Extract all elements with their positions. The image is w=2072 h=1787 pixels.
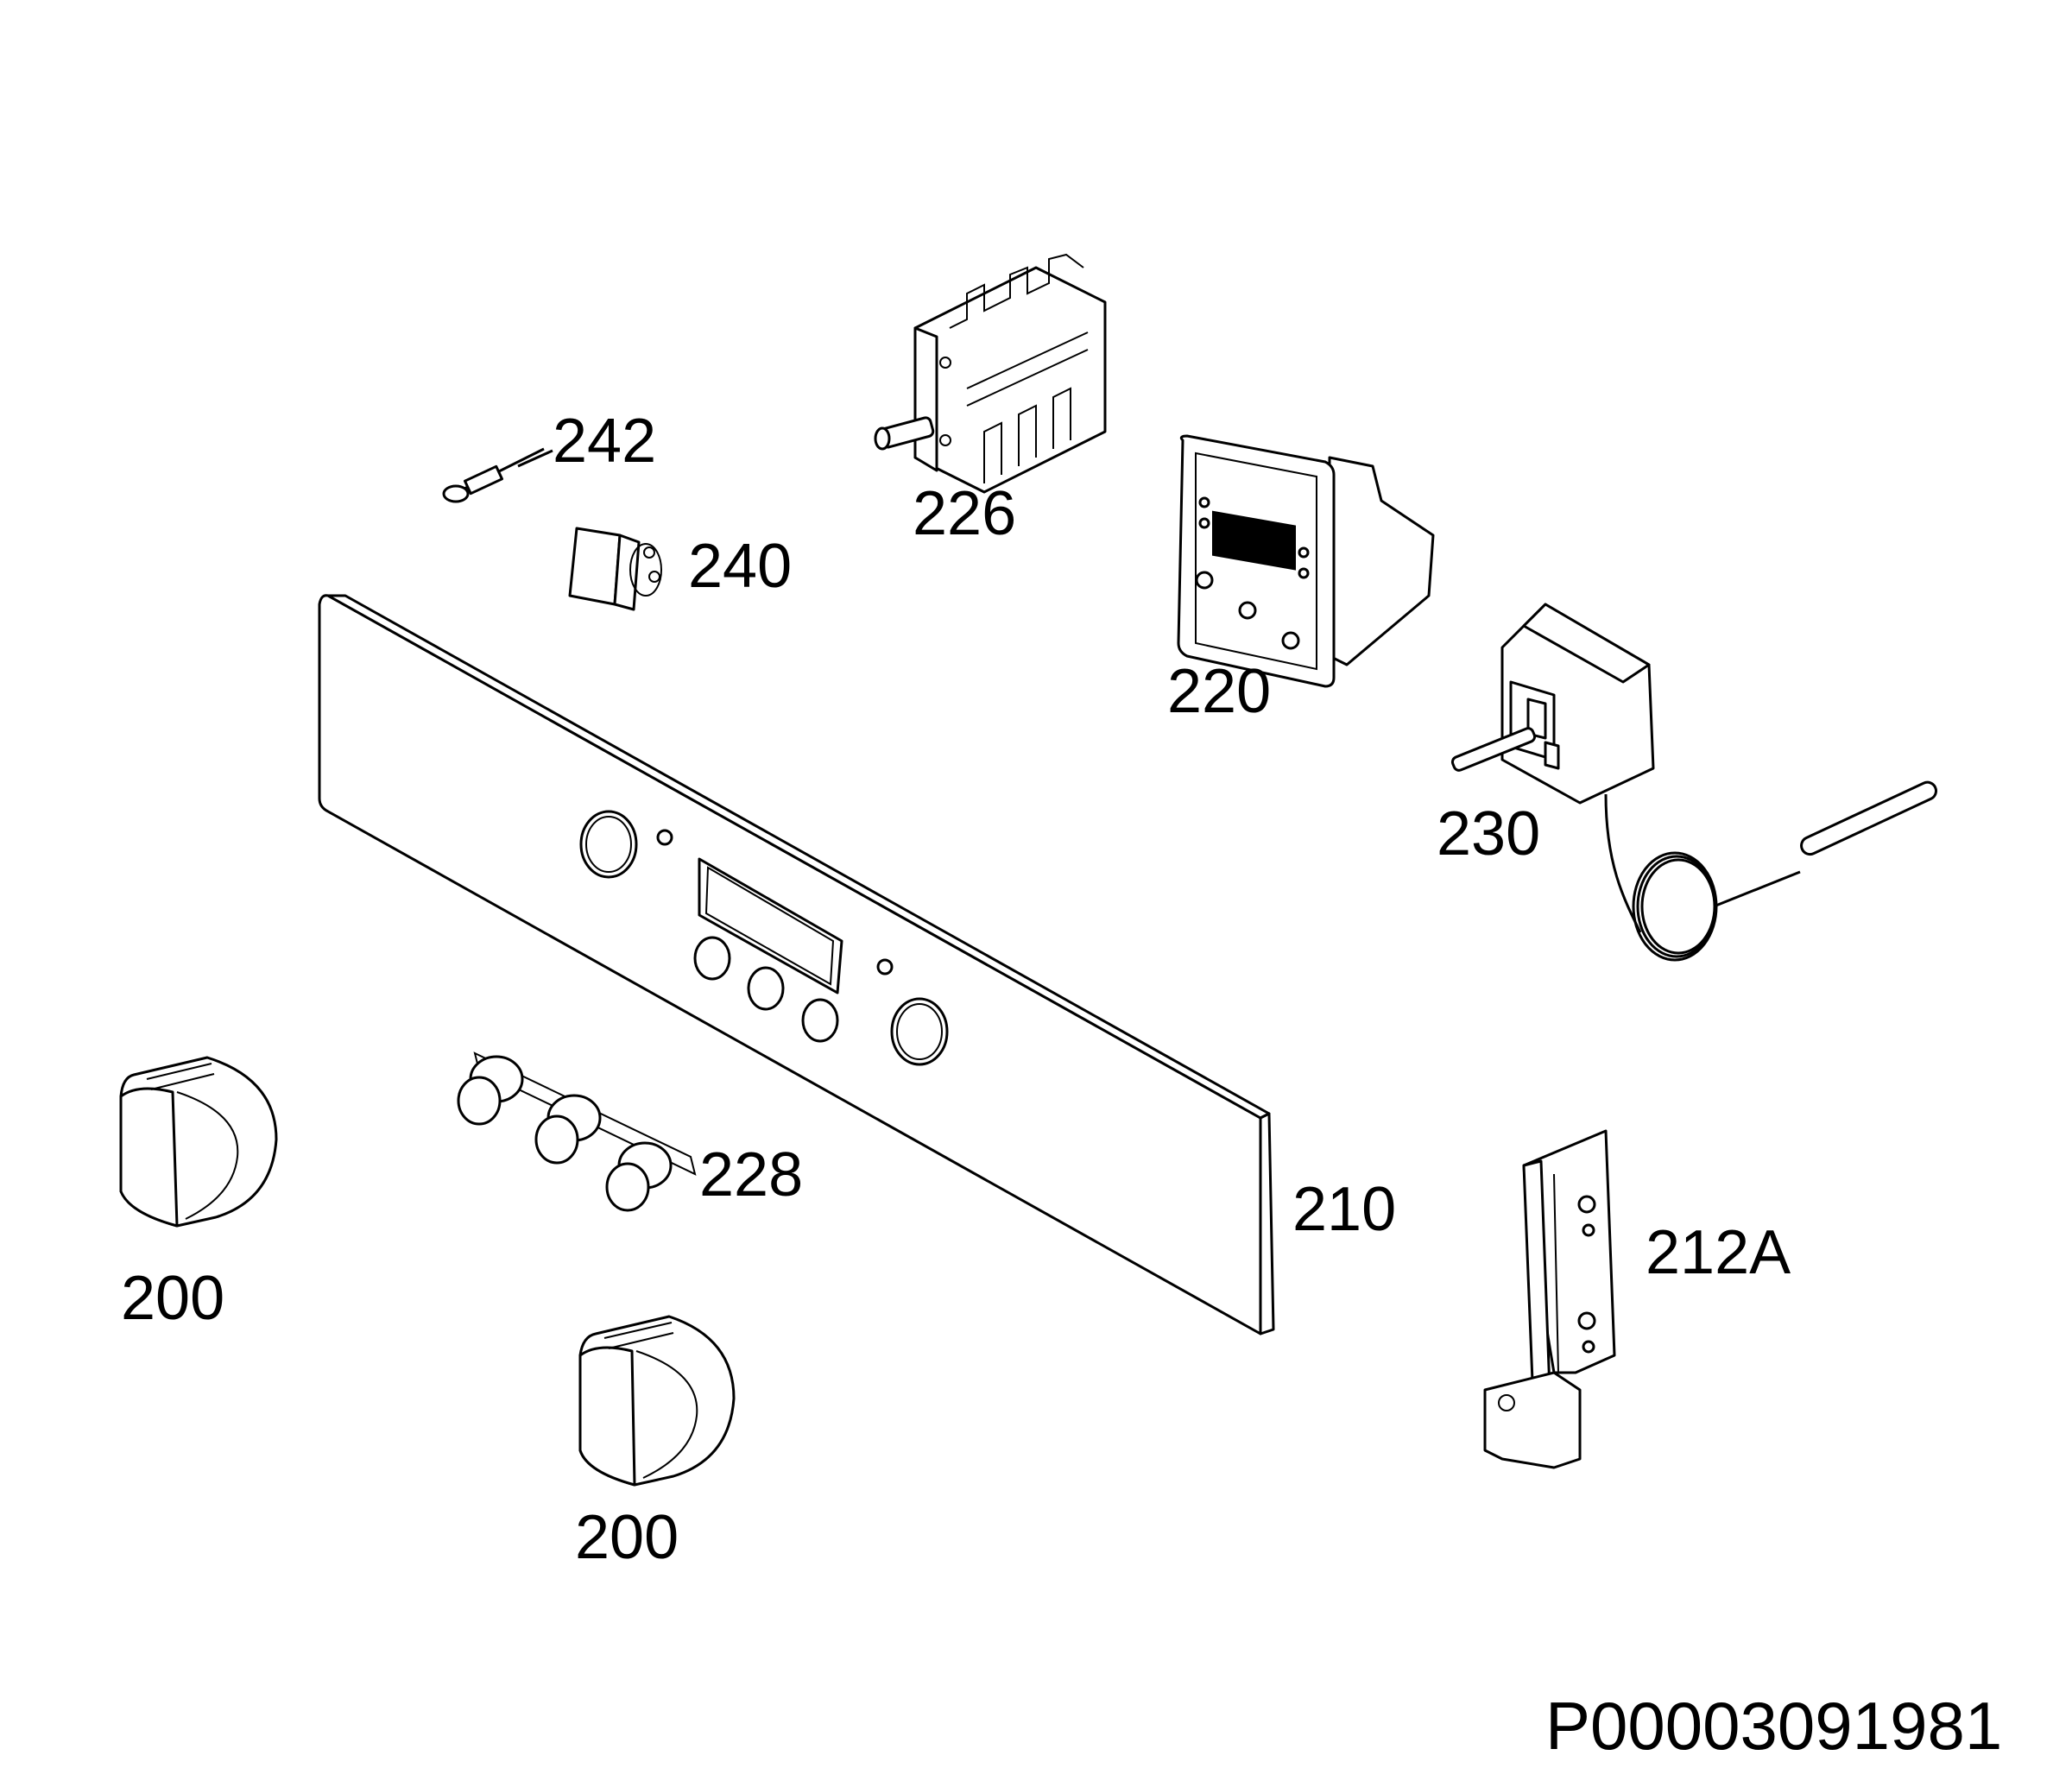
label-200-bottom: 200 [575,1503,679,1572]
part-240-indicator-lamp [568,527,662,611]
label-242: 242 [553,407,657,476]
label-228: 228 [699,1140,804,1209]
label-200-left: 200 [121,1264,225,1333]
part-242-lamp-pin [442,447,553,503]
label-212a: 212A [1646,1218,1791,1287]
label-226: 226 [913,479,1017,548]
label-240: 240 [688,532,793,601]
part-230-thermostat [1450,603,1938,962]
label-220: 220 [1167,657,1272,726]
part-212a-bracket [1483,1129,1616,1469]
label-210: 210 [1292,1175,1397,1244]
drawing-code: P00003091981 [1545,1688,2003,1764]
part-200-knob-bottom [578,1315,736,1487]
part-220-timer-module [1177,434,1435,688]
part-228-push-buttons [457,1051,697,1212]
label-230: 230 [1437,799,1541,868]
part-210-control-panel [318,594,1275,1336]
part-226-selector-switch [874,253,1107,494]
part-200-knob-left [119,1056,278,1228]
